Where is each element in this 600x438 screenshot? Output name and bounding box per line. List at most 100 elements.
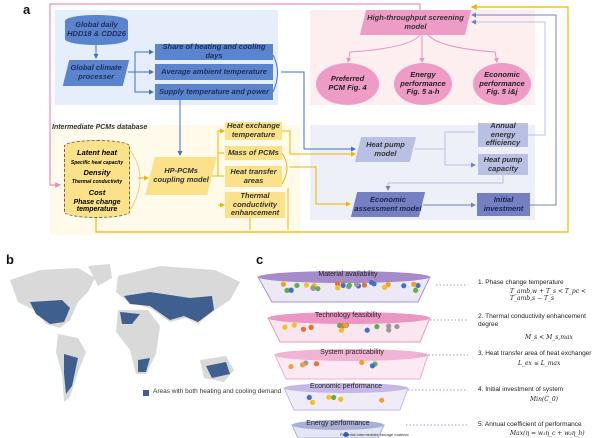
coupling-model-label: HP-PCMs coupling model	[153, 166, 209, 184]
material-ball	[415, 282, 421, 289]
material-ball	[315, 286, 321, 292]
criterion-1-formula: T_amb,w + T_s < T_pc < T_amb,s − T_s	[510, 288, 587, 302]
economic-assessment-model-label: Economic assessment model	[354, 194, 422, 213]
region-north-america	[30, 300, 70, 324]
material-ball	[300, 326, 307, 332]
material-ball	[340, 282, 346, 288]
material-ball	[303, 282, 310, 288]
material-ball	[379, 397, 385, 403]
tier-material-availability: Material availability	[318, 271, 378, 278]
tier-economic-performance: Economic performance	[310, 383, 382, 390]
criterion-1-label: 1. Phase change temperature	[478, 279, 564, 286]
screening-model-label: High-throughput screening model	[367, 12, 464, 31]
climate-output-ambient-temperature: Average ambient temperature	[155, 64, 273, 80]
result-energy-performance: Energy performance Fig. 5 a-h	[394, 63, 452, 105]
coupling-thermal-conductivity-enhancement: Thermal conductivity enhancement	[225, 191, 285, 218]
result-preferred-pcm: Preferred PCM Fig. 4	[316, 63, 379, 105]
coupling-heat-transfer-areas: Heat transfer areas	[225, 166, 282, 187]
material-ball	[412, 287, 419, 293]
tier-technology-feasibility: Technology feasibility	[314, 312, 382, 319]
database-title: Intermediate PCMs database	[52, 124, 148, 131]
criterion-5-label: 5. Annual coefficient of performance	[478, 421, 582, 428]
material-ball	[386, 327, 392, 333]
world-map	[10, 264, 240, 402]
screening-funnel	[257, 271, 468, 438]
criterion-4-formula: Min(C_0)	[530, 396, 559, 403]
criterion-4-label: 4. Initial investment of system	[478, 386, 564, 393]
map-legend-label: Areas with both heating and cooling dema…	[153, 388, 282, 395]
material-ball	[288, 287, 294, 293]
material-ball	[310, 285, 316, 292]
material-ball	[308, 324, 314, 330]
criterion-3-label: 3. Heat transfer area of heat exchanger	[478, 350, 592, 357]
material-ball	[326, 394, 332, 400]
climate-data-cylinder: Global daily HDD18 & CDD26	[65, 15, 128, 45]
material-ball	[294, 282, 300, 289]
funnel-tier-3	[274, 349, 429, 380]
heat-pump-capacity: Heat pump capacity	[478, 154, 528, 175]
db-phase-change-temperature: Phase change temperature	[73, 199, 121, 214]
coupling-mass-of-pcms: Mass of PCMs	[225, 146, 282, 160]
criterion-2-formula: M_s < M_s,max	[525, 334, 573, 341]
material-ball	[282, 324, 288, 330]
material-ball	[369, 363, 376, 369]
material-ball	[364, 327, 370, 333]
material-ball	[401, 283, 407, 289]
tier-energy-performance: Energy performance	[306, 420, 370, 427]
material-ball	[338, 396, 344, 402]
material-ball	[338, 327, 345, 333]
material-ball	[309, 399, 316, 405]
land-greenland	[88, 264, 112, 286]
panel-label-c: c	[256, 252, 264, 267]
coupling-model: HP-PCMs coupling model	[145, 157, 217, 195]
criterion-2-label: 2. Thermal conductivity enhancement degr…	[478, 313, 586, 329]
db-specific-heat: Specific heat capacity	[70, 159, 124, 166]
material-ball	[335, 285, 341, 291]
material-legend: Potential intermediate storage material	[340, 432, 409, 437]
heating-cooling-regions	[30, 292, 230, 394]
material-ball	[313, 361, 320, 367]
material-ball	[288, 363, 294, 370]
material-ball	[291, 322, 297, 328]
material-ball	[382, 284, 388, 291]
funnel-tier-5	[291, 420, 385, 438]
db-latent-heat: Latent heat	[76, 148, 117, 158]
coupling-heat-exchange-temperature: Heat exchange temperature	[225, 122, 282, 140]
material-ball	[280, 281, 286, 287]
material-ball	[299, 362, 306, 368]
legend-swatch	[143, 390, 149, 396]
db-density: Density	[83, 167, 111, 177]
region-australia	[206, 362, 230, 378]
panel-label-a: a	[23, 2, 31, 17]
material-ball	[346, 282, 353, 288]
climate-processor-label: Global climate processer	[70, 63, 122, 81]
initial-investment: Initial investment	[477, 193, 530, 216]
material-ball	[374, 324, 380, 330]
screening-model: High-throughput screening model	[359, 10, 472, 35]
material-ball	[331, 394, 337, 401]
material-ball	[386, 323, 392, 329]
land-north-america	[10, 268, 95, 328]
material-ball	[334, 281, 341, 287]
economic-assessment-model: Economic assessment model	[350, 192, 426, 217]
panel-label-b: b	[6, 252, 14, 267]
criterion-5-formula: Max(η = w₁η_c + w₂η_h)	[510, 430, 585, 437]
material-ball	[343, 431, 349, 438]
material-ball	[361, 282, 368, 288]
material-ball	[342, 322, 349, 328]
material-ball	[306, 394, 312, 401]
pcm-database-cylinder: Latent heat Specific heat capacity Densi…	[64, 140, 130, 218]
heat-pump-model-label: Heat pump model	[366, 139, 405, 158]
material-ball	[368, 279, 374, 285]
material-ball	[353, 281, 360, 287]
db-thermal-conductivity: Thermal conductivity	[71, 179, 123, 186]
material-ball	[411, 281, 417, 287]
climate-output-supply-temperature: Supply temperature and power	[155, 84, 273, 100]
region-southern-africa	[138, 358, 150, 372]
climate-processor: Global climate processer	[62, 60, 130, 86]
tier-system-practicability: System practicability	[320, 349, 384, 356]
criteria-connectors	[406, 284, 468, 426]
funnel-tier-4	[283, 383, 409, 411]
region-south-america	[64, 354, 78, 394]
